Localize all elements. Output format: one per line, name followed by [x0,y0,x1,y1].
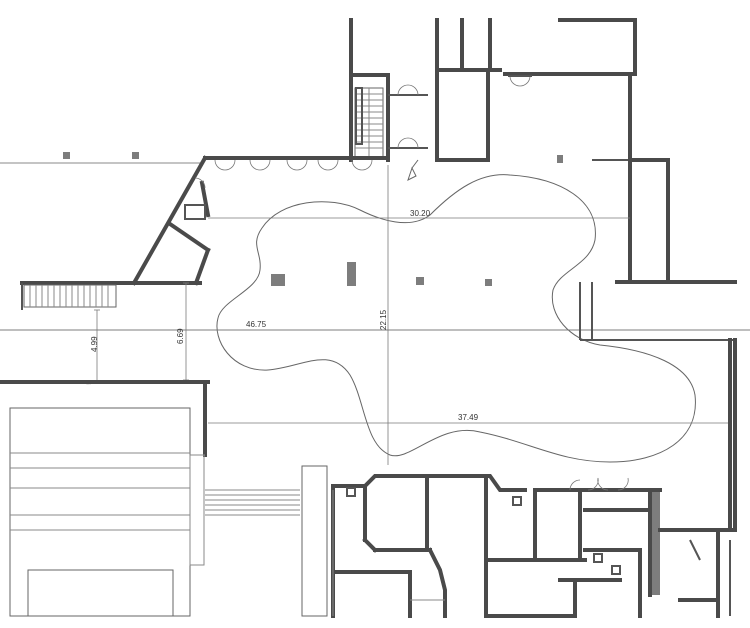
organic-zone-outline [216,174,696,463]
dimension-label-30-20: 30.20 [410,209,431,218]
dimension-label-37-49: 37.49 [458,413,479,422]
left-wing [0,155,750,331]
right-side-walls [579,282,737,532]
upper-rooms [435,18,737,284]
stair-core [349,18,390,162]
left-stair [21,283,117,310]
small-annotation: ∙∙∙∙∙∙ [86,382,91,386]
dimension-label-46-75: 46.75 [246,320,267,329]
structural-columns [63,152,563,286]
stair-treads [355,88,383,158]
dimension-lines [0,165,750,465]
dimension-label-22-15: 22.15 [379,309,388,330]
dimension-label-4-99: 4.99 [90,336,99,352]
lower-left-block: ∙∙∙∙∙∙ [0,380,300,617]
far-right-rooms [689,539,731,616]
upper-doors [388,75,532,181]
corridor-doors [214,159,373,171]
dimension-label-6-69: 6.69 [176,328,185,344]
lower-middle-rooms [301,465,737,618]
